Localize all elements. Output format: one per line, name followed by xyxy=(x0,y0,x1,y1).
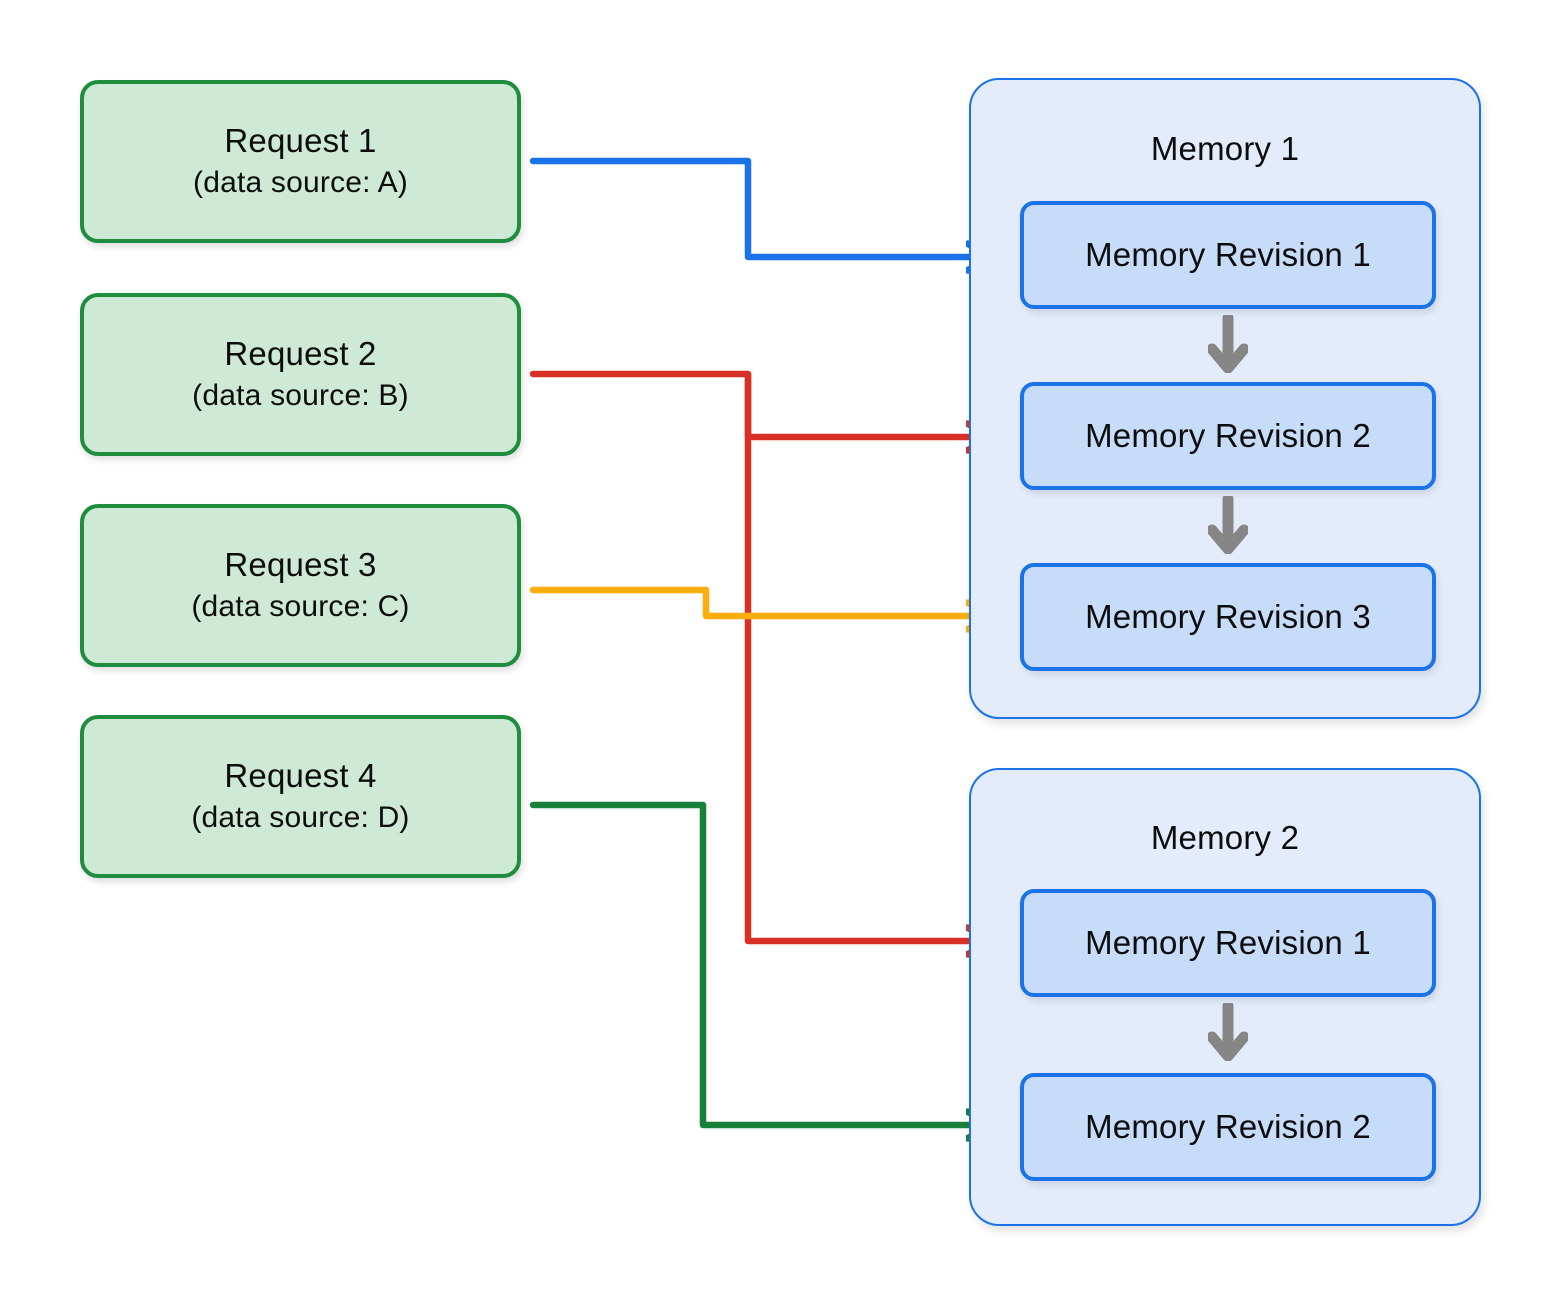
memory-title: Memory 2 xyxy=(1150,819,1300,856)
revision-label: Memory Revision 2 xyxy=(1085,1108,1371,1145)
connector-request2-to-memory1-revision2 xyxy=(529,370,995,437)
revision-label: Memory Revision 1 xyxy=(1085,236,1371,273)
request-card-1[interactable]: Request 1 (data source: A) xyxy=(80,80,521,243)
request-subtitle: (data source: A) xyxy=(193,165,408,199)
connector-request1-to-memory1-revision1 xyxy=(529,157,995,257)
connector-request3-to-memory1-revision3 xyxy=(529,586,995,616)
request-subtitle: (data source: D) xyxy=(191,800,410,834)
memory-1-revision-1-box[interactable]: Memory Revision 1 xyxy=(1020,201,1436,309)
memory-1-revision-2-box[interactable]: Memory Revision 2 xyxy=(1020,382,1436,490)
request-subtitle: (data source: B) xyxy=(192,378,409,412)
sequence-arrow-memory1-rev2-rev3 xyxy=(1208,496,1248,554)
request-subtitle: (data source: C) xyxy=(191,589,410,623)
sequence-arrow-memory1-rev1-rev2 xyxy=(1208,315,1248,373)
revision-label: Memory Revision 3 xyxy=(1085,598,1371,635)
memory-1-revision-3-box[interactable]: Memory Revision 3 xyxy=(1020,563,1436,671)
memory-title: Memory 1 xyxy=(1150,130,1300,167)
request-title: Request 4 xyxy=(224,756,377,794)
memory-2-revision-1-box[interactable]: Memory Revision 1 xyxy=(1020,889,1436,997)
connector-request4-to-memory2-revision2 xyxy=(529,801,995,1125)
request-card-2[interactable]: Request 2 (data source: B) xyxy=(80,293,521,456)
connector-request2-to-memory2-revision1 xyxy=(744,370,995,941)
revision-label: Memory Revision 2 xyxy=(1085,417,1371,454)
revision-label: Memory Revision 1 xyxy=(1085,924,1371,961)
memory-container-2[interactable]: Memory 2 Memory Revision 1 Memory Revisi… xyxy=(969,768,1481,1226)
request-title: Request 1 xyxy=(224,121,377,159)
request-card-4[interactable]: Request 4 (data source: D) xyxy=(80,715,521,878)
request-title: Request 3 xyxy=(224,545,377,583)
request-title: Request 2 xyxy=(224,334,377,372)
sequence-arrow-memory2-rev1-rev2 xyxy=(1208,1003,1248,1061)
memory-container-1[interactable]: Memory 1 Memory Revision 1 Memory Revisi… xyxy=(969,78,1481,719)
memory-2-revision-2-box[interactable]: Memory Revision 2 xyxy=(1020,1073,1436,1181)
request-card-3[interactable]: Request 3 (data source: C) xyxy=(80,504,521,667)
